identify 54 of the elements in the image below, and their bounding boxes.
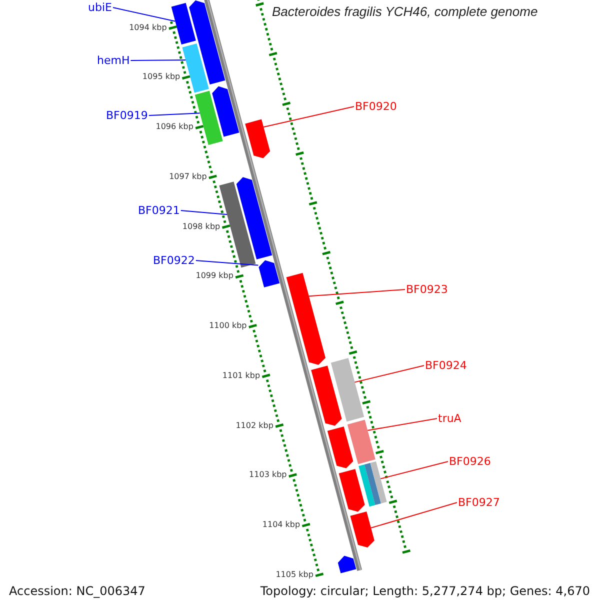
gene-label: truA <box>438 413 462 424</box>
gene-label: hemH <box>97 55 130 66</box>
footer-text: Accession: NC_006347 <box>9 585 146 597</box>
gene-label: BF0924 <box>425 360 467 371</box>
tick-label: 1098 kbp <box>182 222 220 231</box>
gene-feature <box>330 358 364 422</box>
leader-line <box>308 289 406 297</box>
tick-label: 1102 kbp <box>236 422 274 430</box>
leader-line <box>263 106 354 128</box>
leader-line <box>195 260 259 266</box>
gene-feature <box>182 44 209 93</box>
gene-feature <box>286 272 326 365</box>
gene-label: BF0927 <box>458 497 500 508</box>
leader-line <box>367 418 438 431</box>
gene-feature <box>258 260 280 288</box>
gene-feature <box>338 556 356 574</box>
gene-feature <box>350 512 374 548</box>
gene-feature <box>219 182 256 268</box>
gene-label: BF0921 <box>138 205 180 216</box>
gene-feature <box>327 426 354 468</box>
gene-feature <box>311 366 342 426</box>
gene-label: BF0926 <box>449 456 491 467</box>
gene-label: BF0919 <box>106 110 148 121</box>
gene-feature <box>358 461 387 507</box>
tick-label: 1105 kbp <box>276 570 314 579</box>
tick-label: 1104 kbp <box>262 521 300 530</box>
tick-label: 1101 kbp <box>222 372 260 380</box>
leader-line <box>148 112 200 116</box>
leader-line <box>354 365 424 383</box>
gene-feature <box>347 420 376 464</box>
leader-line <box>380 461 448 480</box>
footer-text: Topology: circular; Length: 5,277,274 bp; Genes: 4,670 <box>260 585 590 597</box>
gene-feature <box>194 90 223 145</box>
leader-line <box>112 7 176 22</box>
tick-label: 1103 kbp <box>249 471 287 480</box>
gene-feature <box>171 2 196 44</box>
gene-label: BF0923 <box>406 284 448 295</box>
tick-label: 1094 kbp <box>129 24 167 32</box>
gene-feature <box>212 86 240 137</box>
tick-label: 1099 kbp <box>196 272 234 280</box>
gene-feature <box>236 177 272 260</box>
gene-label: BF0920 <box>355 101 397 112</box>
leader-line <box>130 60 186 61</box>
title: Bacteroides fragilis YCH46, complete genome <box>272 5 538 18</box>
tick-label: 1097 kbp <box>169 172 207 181</box>
leader-line <box>180 210 228 215</box>
gene-feature <box>245 119 270 158</box>
tick-label: 1096 kbp <box>156 123 194 132</box>
leader-line <box>370 502 458 528</box>
gene-label: BF0922 <box>153 255 195 266</box>
tick-label: 1100 kbp <box>209 322 247 330</box>
gene-feature <box>338 469 365 512</box>
tick-label: 1095 kbp <box>142 73 180 82</box>
gene-label: ubiE <box>88 2 112 13</box>
